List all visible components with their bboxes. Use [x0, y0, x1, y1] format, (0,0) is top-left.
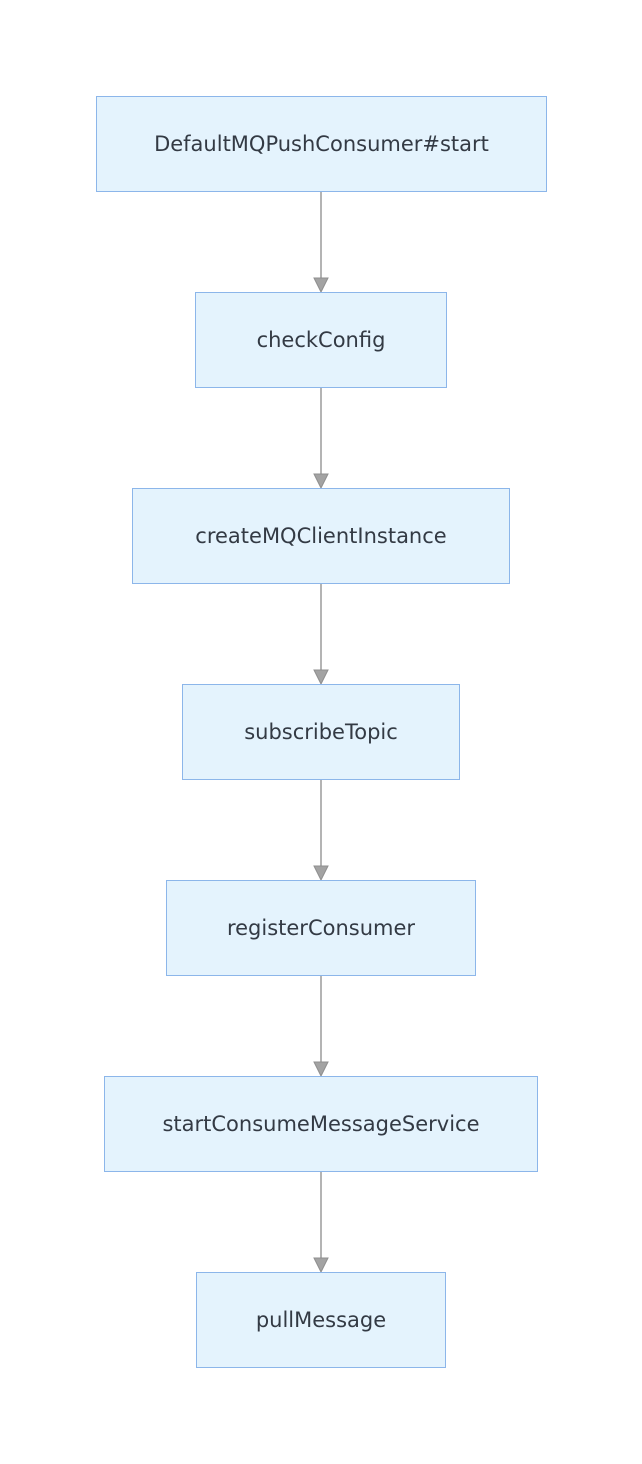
edge-startconsumemessageservice-to-pullmessage — [313, 1172, 329, 1274]
edge-createmqclientinstance-to-subscribetopic — [313, 584, 329, 686]
arrowhead-icon — [313, 669, 329, 686]
node-checkconfig: checkConfig — [195, 292, 447, 388]
node-label: subscribeTopic — [244, 720, 398, 744]
node-createmqclientinstance: createMQClientInstance — [132, 488, 510, 584]
arrowhead-icon — [313, 1257, 329, 1274]
node-label: DefaultMQPushConsumer#start — [154, 132, 489, 156]
edge-subscribetopic-to-registerconsumer — [313, 780, 329, 882]
node-label: checkConfig — [256, 328, 386, 352]
node-label: createMQClientInstance — [195, 524, 447, 548]
edge-start-to-checkconfig — [313, 192, 329, 294]
edge-checkconfig-to-createmqclientinstance — [313, 388, 329, 490]
arrowhead-icon — [313, 277, 329, 294]
arrowhead-icon — [313, 865, 329, 882]
node-label: startConsumeMessageService — [162, 1112, 480, 1136]
edge-registerconsumer-to-startconsumemessageservice — [313, 976, 329, 1078]
node-pullmessage: pullMessage — [196, 1272, 446, 1368]
arrowhead-icon — [313, 1061, 329, 1078]
node-registerconsumer: registerConsumer — [166, 880, 476, 976]
node-defaultmqpushconsumer-start: DefaultMQPushConsumer#start — [96, 96, 547, 192]
arrowhead-icon — [313, 473, 329, 490]
node-subscribetopic: subscribeTopic — [182, 684, 460, 780]
node-startconsumemessageservice: startConsumeMessageService — [104, 1076, 538, 1172]
node-label: pullMessage — [255, 1308, 387, 1332]
node-label: registerConsumer — [226, 916, 416, 940]
